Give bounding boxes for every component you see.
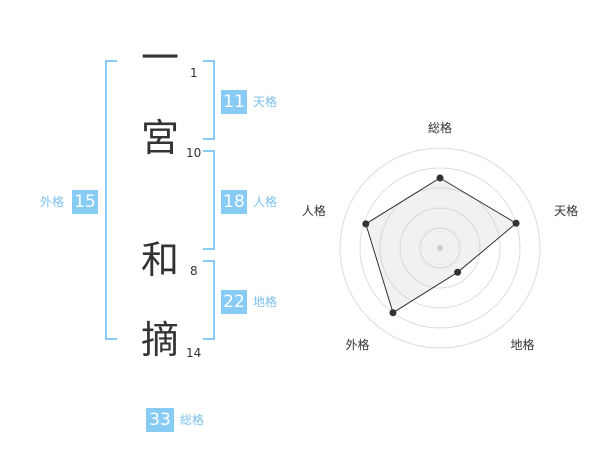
soukaku-badge: 33 bbox=[146, 408, 174, 432]
name-char-1: 一 bbox=[140, 36, 179, 80]
radar-axis-label-3: 地格 bbox=[511, 337, 535, 352]
radar-point-3 bbox=[454, 268, 462, 276]
chikaku-label: 地格 bbox=[253, 295, 278, 309]
tenkaku-badge: 11 bbox=[221, 90, 247, 114]
radar-ring-3 bbox=[379, 187, 501, 309]
jinkaku-label: 人格 bbox=[253, 195, 278, 209]
radar-axis-label-1: 総格 bbox=[428, 120, 452, 135]
radar-ring-1 bbox=[419, 227, 461, 269]
stroke-count-3: 8 bbox=[190, 264, 198, 278]
tenkaku-bracket bbox=[203, 60, 215, 140]
name-char-2: 宮 bbox=[140, 116, 179, 160]
stroke-count-4: 14 bbox=[186, 346, 202, 360]
jinkaku-badge: 18 bbox=[221, 190, 247, 214]
gaikaku-bracket bbox=[105, 60, 117, 340]
radar-point-5 bbox=[362, 220, 370, 228]
tenkaku-label: 天格 bbox=[253, 95, 278, 109]
chikaku-bracket bbox=[203, 260, 215, 340]
radar-ring-2 bbox=[399, 207, 481, 289]
jinkaku-bracket bbox=[203, 150, 215, 250]
radar-axis-label-2: 天格 bbox=[554, 203, 578, 218]
stroke-count-2: 10 bbox=[186, 146, 202, 160]
name-char-4: 摘 bbox=[140, 318, 179, 362]
gaikaku-badge: 15 bbox=[72, 190, 98, 214]
radar-point-1 bbox=[436, 174, 444, 182]
radar-center bbox=[437, 245, 443, 251]
chikaku-badge: 22 bbox=[221, 290, 247, 314]
soukaku-label: 総格 bbox=[180, 413, 205, 427]
radar-axis-label-4: 外格 bbox=[345, 337, 369, 352]
gaikaku-label: 外格 bbox=[40, 195, 65, 209]
radar-point-2 bbox=[512, 219, 520, 227]
stroke-count-1: 1 bbox=[190, 66, 198, 80]
radar-ring-4 bbox=[359, 167, 521, 329]
radar-axis-label-5: 人格 bbox=[302, 203, 326, 218]
name-char-3: 和 bbox=[140, 238, 179, 282]
radar-point-4 bbox=[389, 309, 397, 317]
